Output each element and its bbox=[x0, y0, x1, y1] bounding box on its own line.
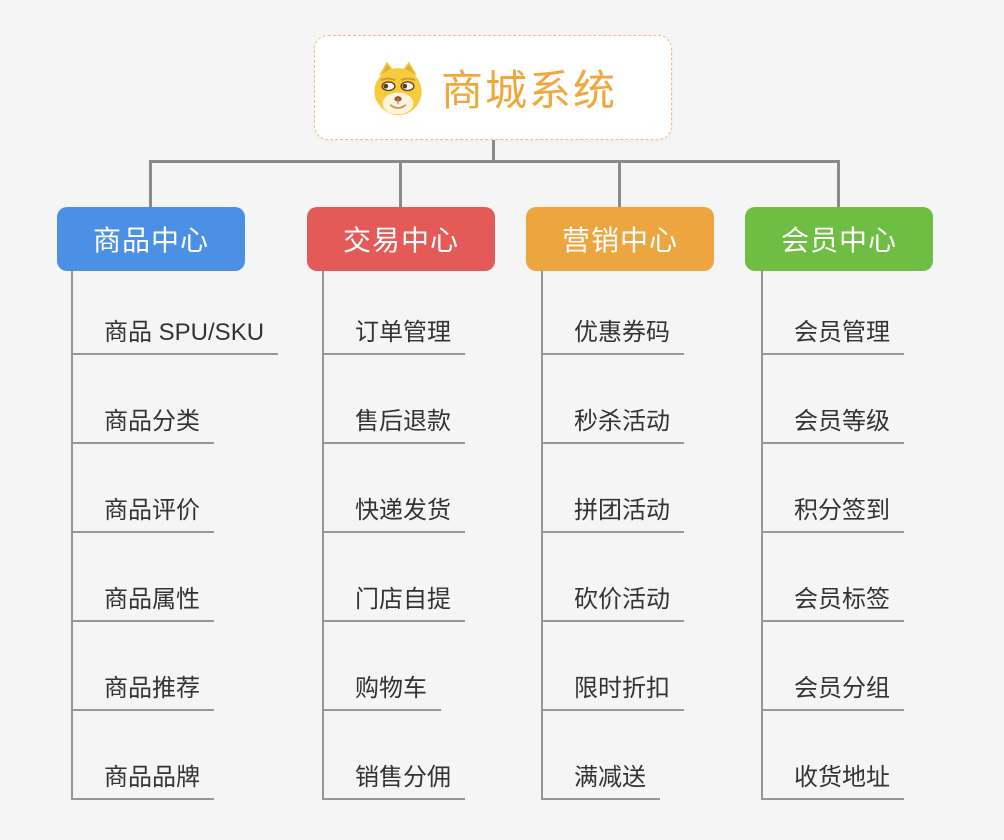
branch-node-marketing[interactable]: 营销中心 bbox=[526, 207, 714, 271]
connector-trunk-product bbox=[71, 271, 73, 800]
leaf-node[interactable]: 拼团活动 bbox=[541, 491, 684, 533]
root-node[interactable]: 商城系统 bbox=[314, 35, 672, 140]
leaf-node[interactable]: 购物车 bbox=[322, 669, 441, 711]
connector-trunk-trade bbox=[322, 271, 324, 800]
connector-trunk-member bbox=[761, 271, 763, 800]
connector-drop-trade bbox=[399, 160, 402, 207]
leaf-node[interactable]: 快递发货 bbox=[322, 491, 465, 533]
connector-root-stem bbox=[492, 140, 495, 161]
leaf-node[interactable]: 秒杀活动 bbox=[541, 402, 684, 444]
leaf-node[interactable]: 商品推荐 bbox=[71, 669, 214, 711]
connector-trunk-marketing bbox=[541, 271, 543, 800]
leaf-node[interactable]: 会员等级 bbox=[761, 402, 904, 444]
branch-node-member[interactable]: 会员中心 bbox=[745, 207, 933, 271]
leaf-node[interactable]: 商品评价 bbox=[71, 491, 214, 533]
leaf-node[interactable]: 商品分类 bbox=[71, 402, 214, 444]
leaf-node[interactable]: 积分签到 bbox=[761, 491, 904, 533]
doge-icon bbox=[369, 59, 427, 117]
leaf-node[interactable]: 商品 SPU/SKU bbox=[71, 313, 279, 355]
connector-drop-marketing bbox=[618, 160, 621, 207]
leaf-node[interactable]: 售后退款 bbox=[322, 402, 465, 444]
leaf-node[interactable]: 会员标签 bbox=[761, 580, 904, 622]
leaf-node[interactable]: 订单管理 bbox=[322, 313, 465, 355]
leaf-node[interactable]: 商品品牌 bbox=[71, 758, 214, 800]
leaf-node[interactable]: 满减送 bbox=[541, 758, 660, 800]
leaf-node[interactable]: 砍价活动 bbox=[541, 580, 684, 622]
leaf-node[interactable]: 商品属性 bbox=[71, 580, 214, 622]
branch-node-trade[interactable]: 交易中心 bbox=[307, 207, 495, 271]
leaf-node[interactable]: 收货地址 bbox=[761, 758, 904, 800]
leaf-node[interactable]: 会员分组 bbox=[761, 669, 904, 711]
connector-drop-member bbox=[837, 160, 840, 207]
branch-node-product[interactable]: 商品中心 bbox=[57, 207, 245, 271]
connector-bus bbox=[150, 160, 840, 163]
root-title: 商城系统 bbox=[440, 67, 617, 114]
leaf-node[interactable]: 优惠券码 bbox=[541, 313, 684, 355]
leaf-node[interactable]: 会员管理 bbox=[761, 313, 904, 355]
leaf-node[interactable]: 门店自提 bbox=[322, 580, 465, 622]
leaf-node[interactable]: 销售分佣 bbox=[322, 758, 465, 800]
connector-drop-product bbox=[149, 160, 152, 207]
leaf-node[interactable]: 限时折扣 bbox=[541, 669, 684, 711]
